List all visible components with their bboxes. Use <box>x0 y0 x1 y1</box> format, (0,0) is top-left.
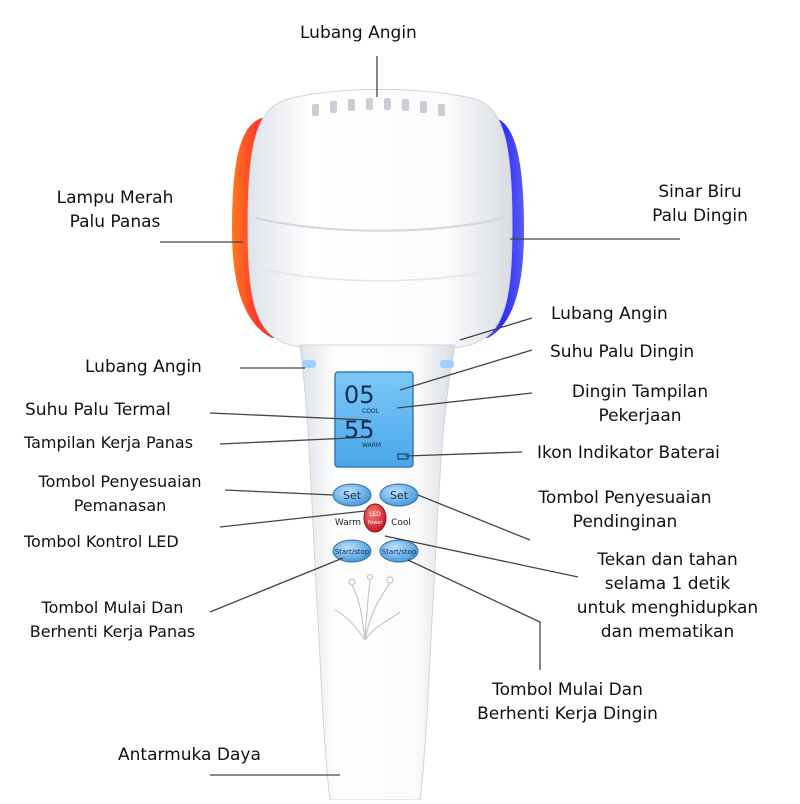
led-power-button[interactable] <box>364 504 386 532</box>
side-vent-right <box>440 360 454 368</box>
led-label: LED <box>369 511 381 518</box>
label-hold-line4: dan mematikan <box>560 620 775 644</box>
start-stop-warm-label: Start/stop <box>335 548 370 556</box>
set-cool-label: Set <box>390 489 409 502</box>
lcd-cool-tag: COOL <box>362 408 380 415</box>
label-red-light-line1: Lampu Merah <box>20 186 210 210</box>
label-cool-start-line2: Berhenti Kerja Dingin <box>455 702 680 726</box>
label-cool-temp: Suhu Palu Dingin <box>550 340 694 364</box>
label-cool-display-line1: Dingin Tampilan <box>535 380 745 404</box>
label-warm-start-line1: Tombol Mulai Dan <box>15 596 210 620</box>
label-red-light-line2: Palu Panas <box>20 210 210 234</box>
label-hold-line1: Tekan dan tahan <box>560 548 775 572</box>
label-hold-line2: selama 1 detik <box>560 572 775 596</box>
start-stop-cool-label: Start/stop <box>382 548 417 556</box>
label-power-port: Antarmuka Daya <box>118 743 261 767</box>
label-hold-line3: untuk menghidupkan <box>560 596 775 620</box>
label-hold: Tekan dan tahan selama 1 detik untuk men… <box>560 548 775 644</box>
label-warm-start: Tombol Mulai Dan Berhenti Kerja Panas <box>15 596 210 644</box>
label-cool-adjust: Tombol Penyesuaian Pendinginan <box>515 486 735 534</box>
lcd-cool-value: 05 <box>344 381 375 409</box>
label-cool-display-line2: Pekerjaan <box>535 404 745 428</box>
cool-label: Cool <box>391 518 411 528</box>
label-blue-light-line1: Sinar Biru <box>615 180 785 204</box>
label-warm-start-line2: Berhenti Kerja Panas <box>15 620 210 644</box>
warm-label: Warm <box>335 518 361 528</box>
device-head <box>248 90 512 354</box>
label-warm-adjust-line2: Pemanasan <box>20 494 220 518</box>
label-right-vent: Lubang Angin <box>551 302 668 326</box>
label-blue-light: Sinar Biru Palu Dingin <box>615 180 785 228</box>
label-cool-start-line1: Tombol Mulai Dan <box>455 678 680 702</box>
label-cool-adjust-line2: Pendinginan <box>515 510 735 534</box>
power-label: Power <box>367 520 383 526</box>
label-led-button: Tombol Kontrol LED <box>24 530 179 554</box>
side-vent-left <box>302 360 316 368</box>
label-left-vent: Lubang Angin <box>85 355 202 379</box>
label-warm-display: Tampilan Kerja Panas <box>24 431 193 455</box>
label-top-vent: Lubang Angin <box>300 21 417 45</box>
label-battery-icon: Ikon Indikator Baterai <box>537 441 720 465</box>
label-blue-light-line2: Palu Dingin <box>615 204 785 228</box>
label-cool-start: Tombol Mulai Dan Berhenti Kerja Dingin <box>455 678 680 726</box>
lcd-warm-tag: WARM <box>362 442 381 449</box>
label-red-light: Lampu Merah Palu Panas <box>20 186 210 234</box>
label-warm-adjust-line1: Tombol Penyesuaian <box>20 470 220 494</box>
label-warm-adjust: Tombol Penyesuaian Pemanasan <box>20 470 220 518</box>
label-warm-temp: Suhu Palu Termal <box>25 398 171 422</box>
label-cool-adjust-line1: Tombol Penyesuaian <box>515 486 735 510</box>
set-warm-label: Set <box>343 489 362 502</box>
label-cool-display: Dingin Tampilan Pekerjaan <box>535 380 745 428</box>
